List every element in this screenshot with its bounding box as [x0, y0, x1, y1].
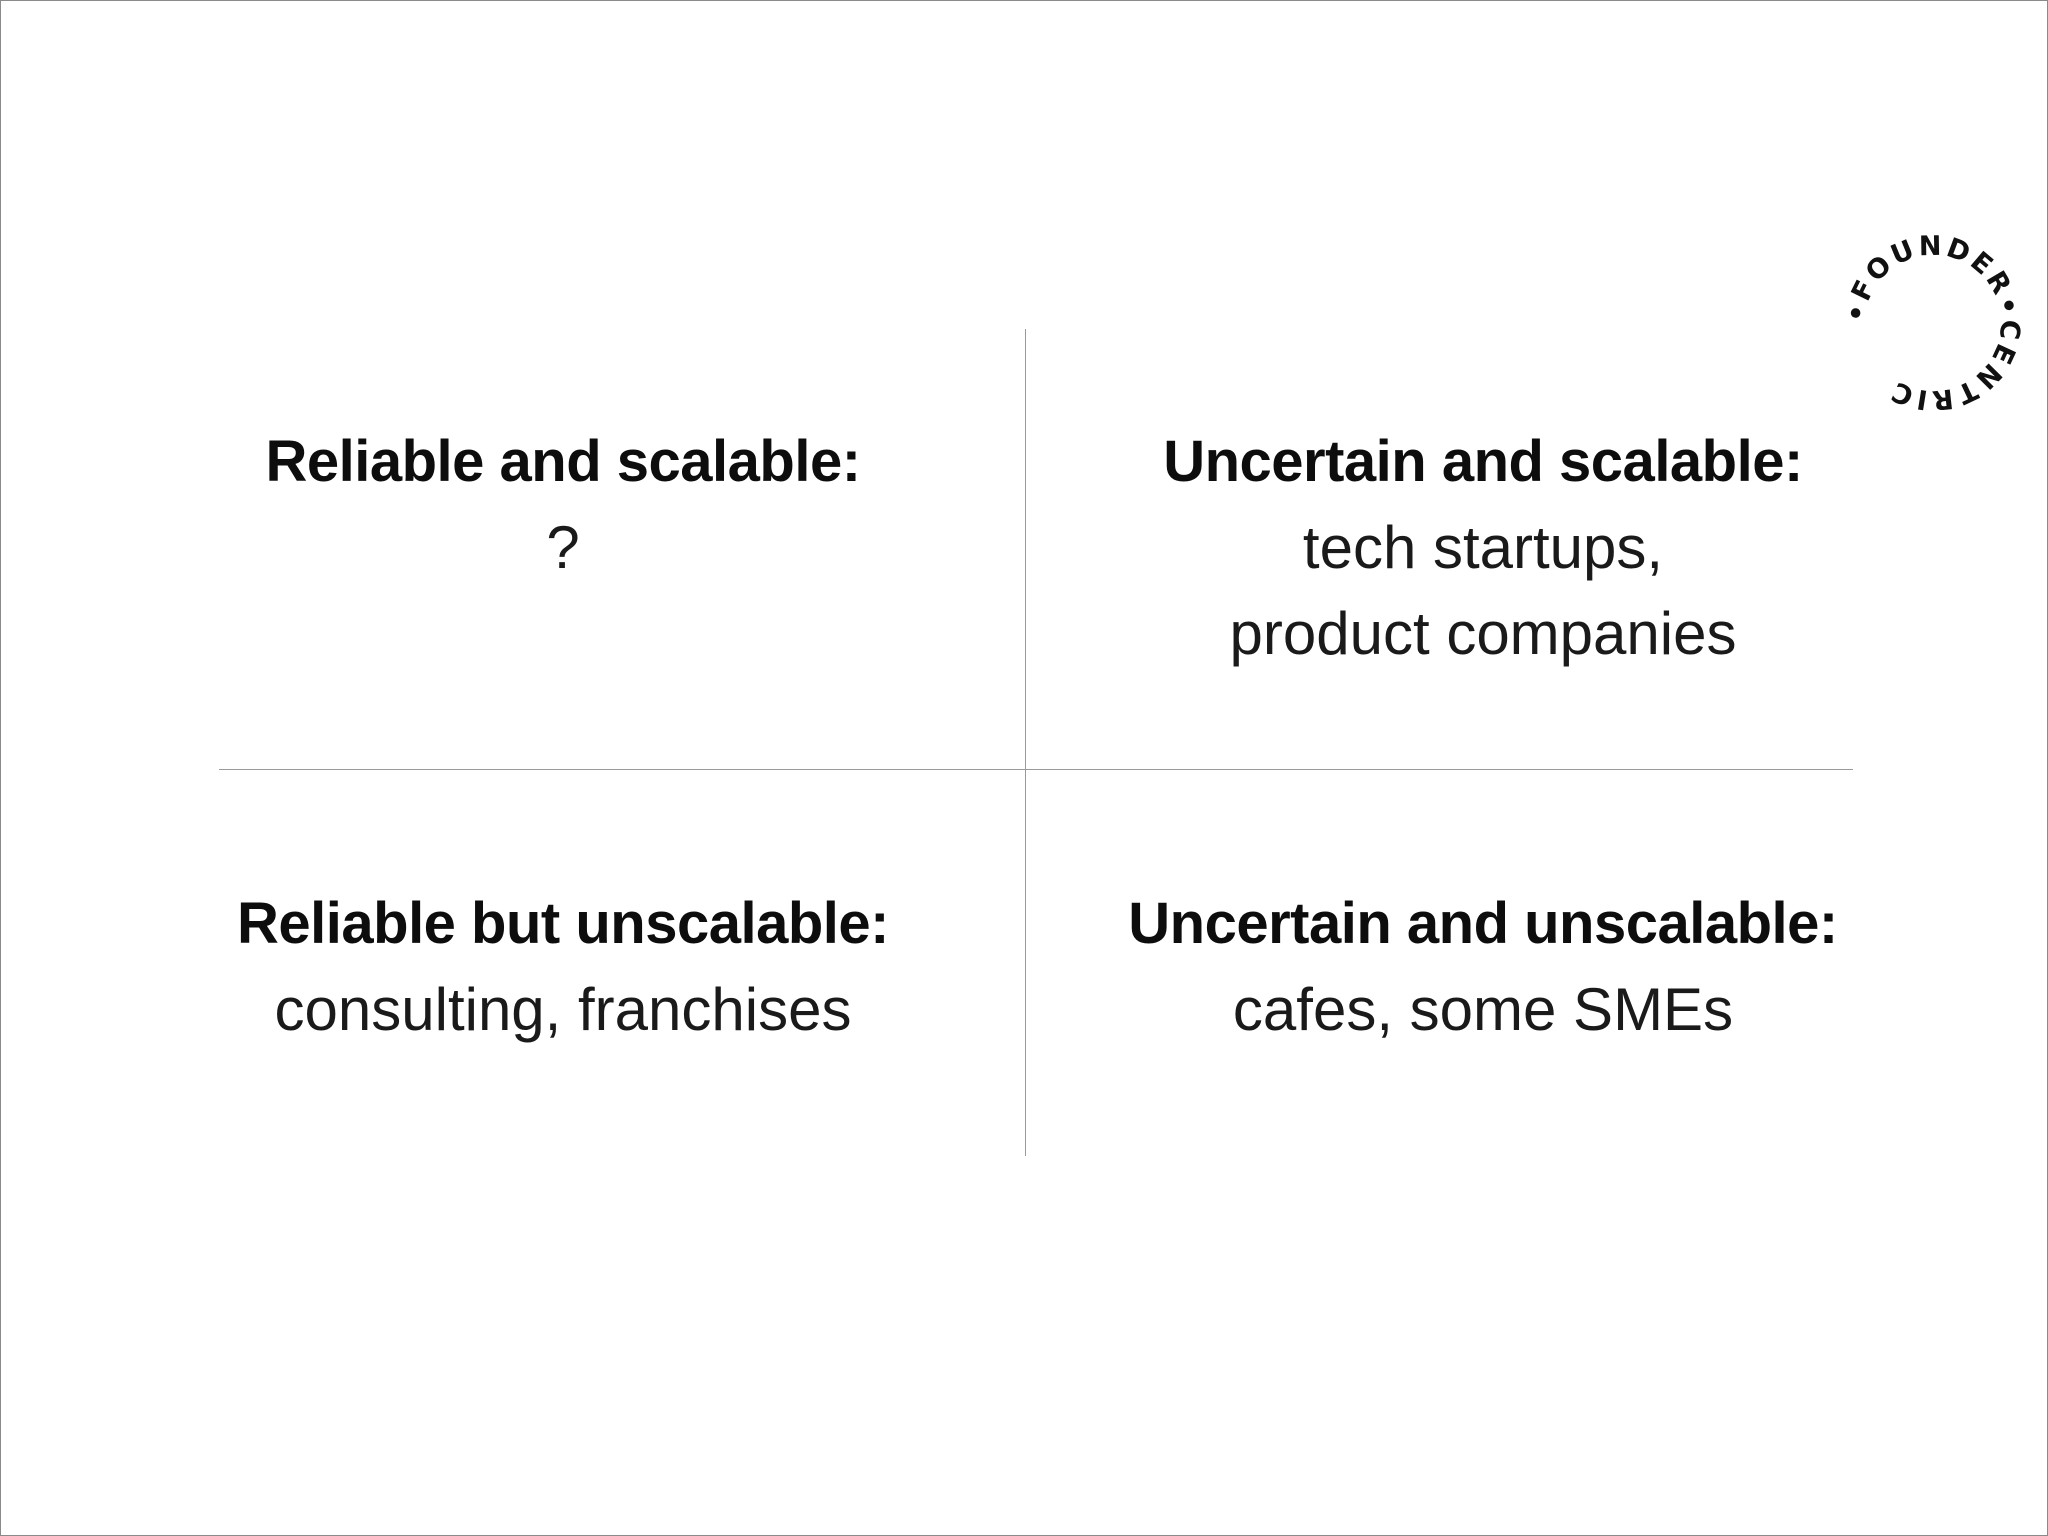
- quadrant-title: Uncertain and scalable:: [1163, 429, 1803, 494]
- quadrant-title: Reliable but unscalable:: [237, 891, 889, 956]
- quadrant-text: cafes, some SMEs: [1232, 976, 1734, 1043]
- quadrant-title: Reliable and scalable:: [265, 429, 861, 494]
- quadrant-top-right: Uncertain and scalable: tech startups, p…: [1053, 419, 1913, 677]
- quadrant-text: ?: [546, 514, 580, 581]
- quadrant-bottom-right: Uncertain and unscalable: cafes, some SM…: [1053, 881, 1913, 1053]
- quadrant-text: product companies: [1229, 600, 1737, 667]
- vertical-axis-line: [1025, 329, 1026, 1156]
- founder-centric-logo: •FOUNDER•CENTRIC: [1845, 235, 2021, 411]
- horizontal-axis-line: [219, 769, 1853, 770]
- quadrant-title: Uncertain and unscalable:: [1128, 891, 1838, 956]
- quadrant-top-left: Reliable and scalable: ?: [133, 419, 993, 591]
- quadrant-text: tech startups,: [1302, 514, 1664, 581]
- logo-text: •FOUNDER•CENTRIC: [1845, 235, 2021, 411]
- quadrant-text: consulting, franchises: [274, 976, 852, 1043]
- quadrant-bottom-left: Reliable but unscalable: consulting, fra…: [133, 881, 993, 1053]
